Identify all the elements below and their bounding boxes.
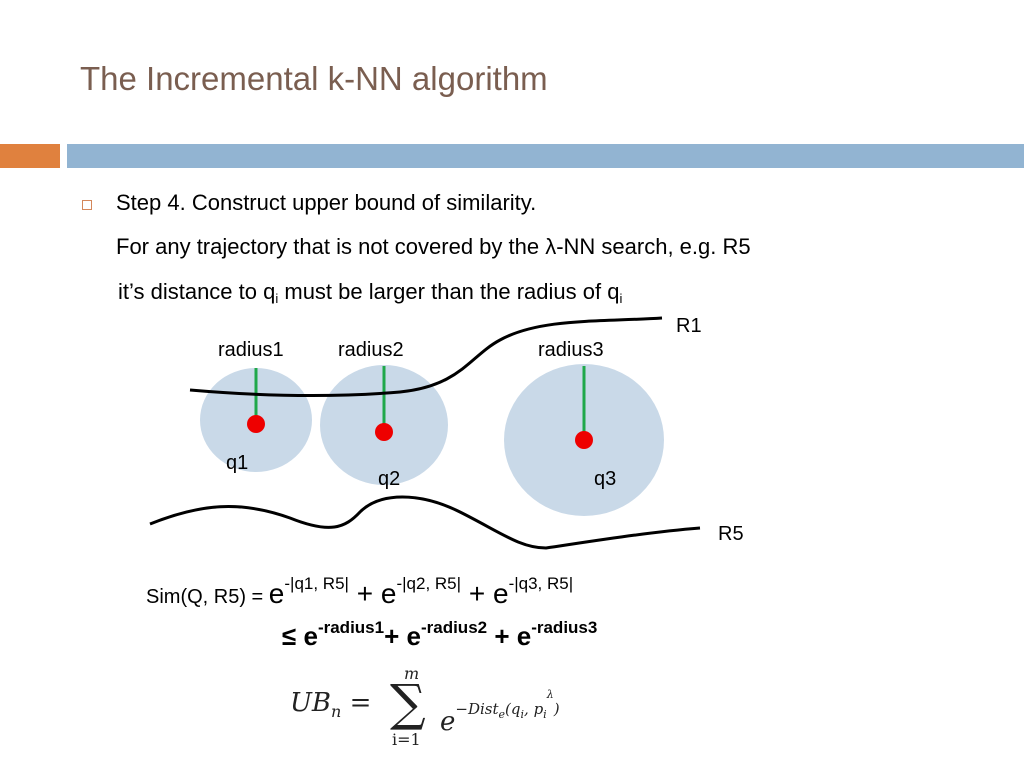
q1-point [247,415,265,433]
radius3-label: radius3 [538,339,604,361]
explanation-line-1: For any trajectory that is not covered b… [116,234,751,259]
trajectory-r1-curve [189,316,663,398]
r1-label: R1 [676,315,702,337]
q1-label: q1 [226,452,249,474]
slide-title: The Incremental k-NN algorithm [80,60,548,97]
radius2-label: radius2 [338,339,404,361]
similarity-formula: Sim(Q, R5) = e-|q1, R5| + e-|q2, R5| + e… [146,574,574,609]
q3-label: q3 [594,468,617,490]
step-text: Step 4. Construct upper bound of similar… [116,190,537,215]
upper-bound-inequality: ≤ e-radius1+ e-radius2 + e-radius3 [282,618,598,651]
bullet-square-icon [82,200,92,210]
header-bar [67,144,1024,168]
header-accent-bar [0,144,60,168]
trajectory-r5-curve [149,495,701,550]
q3-point [575,431,593,449]
explanation-line-2: it’s distance to qi must be larger than … [118,279,623,306]
r5-label: R5 [718,523,744,545]
q2-point [375,423,393,441]
q2-label: q2 [378,468,401,490]
radius1-label: radius1 [218,339,284,361]
